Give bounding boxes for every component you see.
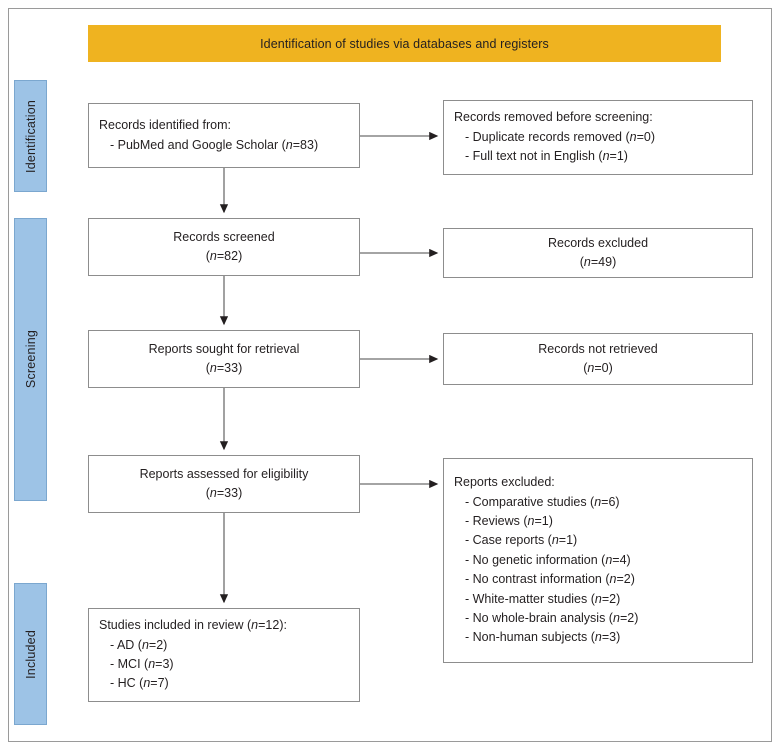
- box-reports-sought: Reports sought for retrieval (n=33): [88, 330, 360, 388]
- box-reports-assessed-heading: Reports assessed for eligibility: [139, 466, 309, 481]
- stage-label-screening-text: Screening: [23, 330, 38, 389]
- box-studies-included-heading: Studies included in review (n=12):: [99, 618, 287, 633]
- box-reports-excluded-item-3: - No genetic information (n=4): [465, 552, 631, 567]
- box-records-screened-heading: Records screened: [173, 229, 275, 244]
- box-studies-included-item-1: - MCI (n=3): [110, 657, 174, 671]
- stage-label-screening: Screening: [14, 218, 47, 501]
- box-reports-excluded-item-4: - No contrast information (n=2): [465, 572, 635, 587]
- banner-identification: Identification of studies via databases …: [88, 25, 721, 62]
- box-records-excluded: Records excluded (n=49): [443, 228, 753, 278]
- box-records-removed-item-1: - Full text not in English (n=1): [465, 149, 628, 164]
- box-reports-excluded-item-6: - No whole-brain analysis (n=2): [465, 610, 639, 625]
- box-records-identified: Records identified from: - PubMed and Go…: [88, 103, 360, 168]
- box-records-excluded-heading: Records excluded: [547, 235, 649, 250]
- box-reports-excluded-heading: Reports excluded:: [454, 475, 555, 490]
- box-reports-excluded-item-7: - Non-human subjects (n=3): [465, 630, 621, 645]
- stage-label-identification-text: Identification: [23, 99, 38, 173]
- box-records-screened: Records screened (n=82): [88, 218, 360, 276]
- box-records-removed-item-0: - Duplicate records removed (n=0): [465, 129, 656, 144]
- box-reports-excluded-item-1: - Reviews (n=1): [465, 514, 553, 529]
- banner-title: Identification of studies via databases …: [260, 36, 549, 51]
- box-reports-excluded-item-5: - White-matter studies (n=2): [465, 591, 621, 606]
- box-studies-included-item-0: - AD (n=2): [110, 637, 168, 652]
- box-reports-excluded: Reports excluded: - Comparative studies …: [443, 458, 753, 663]
- box-reports-assessed: Reports assessed for eligibility (n=33): [88, 455, 360, 513]
- box-reports-sought-heading: Reports sought for retrieval: [148, 341, 300, 356]
- box-records-excluded-count: (n=49): [579, 255, 617, 269]
- box-records-removed-heading: Records removed before screening:: [454, 110, 653, 125]
- box-reports-assessed-count: (n=33): [205, 486, 243, 500]
- stage-label-identification: Identification: [14, 80, 47, 192]
- box-records-not-retrieved: Records not retrieved (n=0): [443, 333, 753, 385]
- box-records-identified-heading: Records identified from:: [99, 118, 232, 133]
- box-records-identified-item-0: - PubMed and Google Scholar (n=83): [110, 137, 319, 152]
- box-reports-sought-count: (n=33): [205, 361, 243, 375]
- box-studies-included-item-2: - HC (n=7): [110, 676, 169, 691]
- box-reports-excluded-item-2: - Case reports (n=1): [465, 533, 578, 548]
- box-studies-included: Studies included in review (n=12): - AD …: [88, 608, 360, 702]
- box-records-removed: Records removed before screening: - Dupl…: [443, 100, 753, 175]
- box-records-not-retrieved-count: (n=0): [583, 361, 613, 375]
- box-reports-excluded-item-0: - Comparative studies (n=6): [465, 494, 620, 509]
- box-records-not-retrieved-heading: Records not retrieved: [538, 341, 658, 356]
- stage-label-included: Included: [14, 583, 47, 725]
- box-records-screened-count: (n=82): [205, 249, 243, 263]
- stage-label-included-text: Included: [23, 629, 38, 679]
- figure-border: [8, 8, 772, 742]
